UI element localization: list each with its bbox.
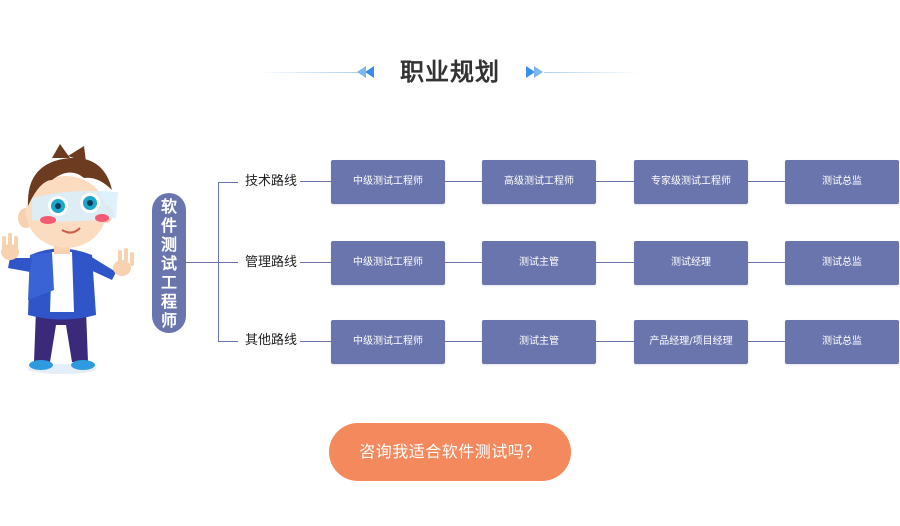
track2-node-1: 中级测试工程师	[331, 241, 445, 285]
connector-track1-0	[300, 181, 331, 182]
track-label-other: 其他路线	[245, 333, 298, 348]
title-decor-line-right	[544, 72, 640, 73]
track-label-tech: 技术路线	[245, 174, 298, 189]
connector-track1-3	[748, 181, 785, 182]
track3-node-1: 中级测试工程师	[331, 320, 445, 364]
connector-track3-3	[748, 341, 785, 342]
connector-branch-1	[218, 182, 238, 183]
track3-node-3: 产品经理/项目经理	[634, 320, 748, 364]
track2-node-2: 测试主管	[482, 241, 596, 285]
track1-node-2: 高级测试工程师	[482, 160, 596, 204]
connector-track3-2	[596, 341, 634, 342]
track2-node-4: 测试总监	[785, 241, 899, 285]
connector-pill-to-spine	[186, 262, 218, 263]
cartoon-engineer-mascot	[1, 144, 134, 374]
page-title: 职业规划	[400, 58, 500, 86]
role-label-pill: 软件测试工程师	[152, 193, 186, 333]
connector-branch-3	[218, 341, 238, 342]
connector-track1-2	[596, 181, 634, 182]
connector-track2-1	[445, 262, 482, 263]
connector-track2-3	[748, 262, 785, 263]
track1-node-1: 中级测试工程师	[331, 160, 445, 204]
double-arrow-right-icon	[526, 66, 543, 78]
track1-node-3: 专家级测试工程师	[634, 160, 748, 204]
track1-node-4: 测试总监	[785, 160, 899, 204]
connector-branch-2	[218, 262, 238, 263]
track3-node-4: 测试总监	[785, 320, 899, 364]
double-arrow-left-icon	[357, 66, 374, 78]
connector-track3-1	[445, 341, 482, 342]
title-decor-line-left	[258, 72, 358, 73]
track2-node-3: 测试经理	[634, 241, 748, 285]
connector-track2-0	[300, 262, 331, 263]
connector-track3-0	[300, 341, 331, 342]
connector-track2-2	[596, 262, 634, 263]
track-label-management: 管理路线	[245, 255, 298, 270]
track3-node-2: 测试主管	[482, 320, 596, 364]
connector-track1-1	[445, 181, 482, 182]
consult-button[interactable]: 咨询我适合软件测试吗？	[329, 423, 571, 481]
role-label-text: 软件测试工程师	[161, 196, 178, 330]
